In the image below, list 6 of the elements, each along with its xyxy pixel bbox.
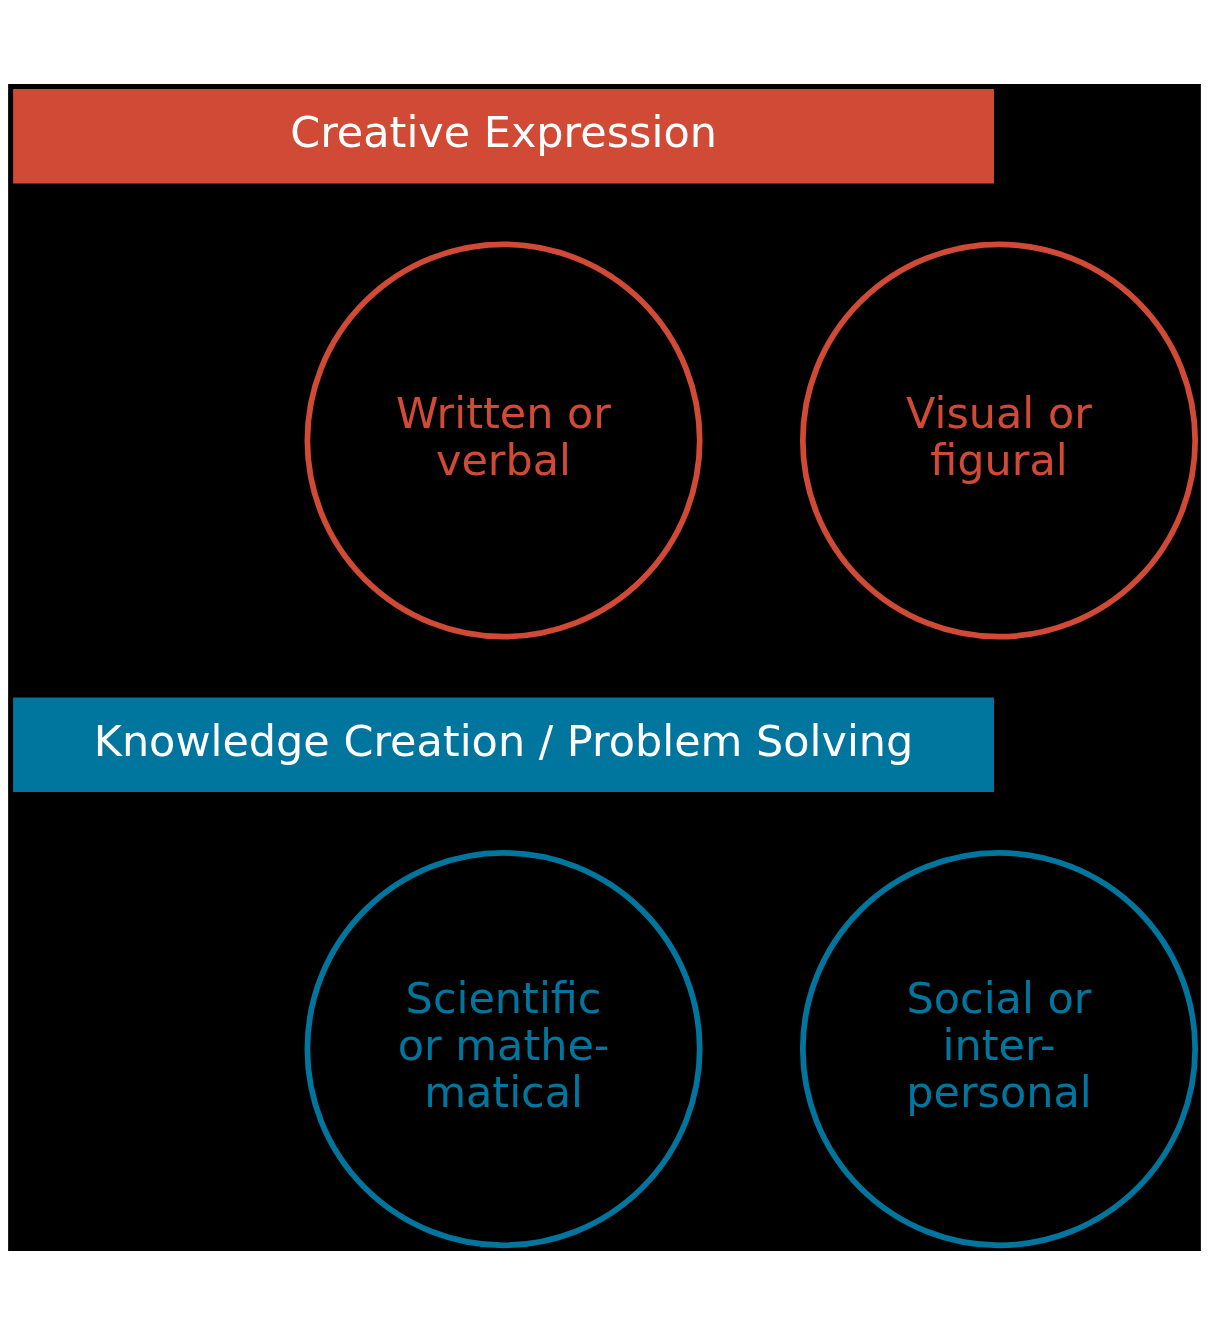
node-box: Creative Expression — [13, 89, 994, 184]
node-circle: Social or inter- personal — [799, 850, 1199, 1249]
node-circle: Scientific or mathe- matical — [304, 850, 703, 1249]
node-circle: Written or verbal — [304, 241, 703, 640]
node-box: Knowledge Creation / Problem Solving — [13, 697, 994, 793]
node-circle: Visual or figural — [799, 241, 1199, 640]
